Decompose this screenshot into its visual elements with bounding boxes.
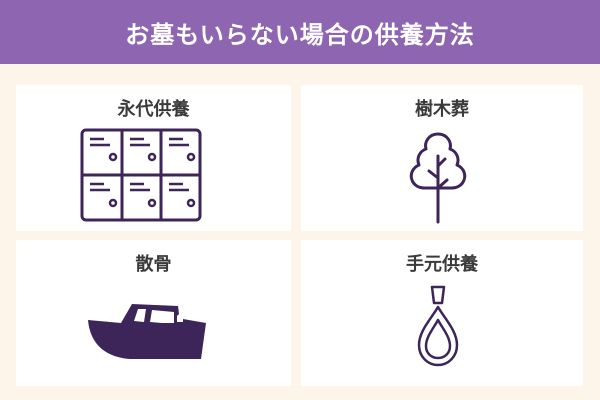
header-banner: お墓もいらない場合の供養方法 — [0, 0, 600, 64]
card-sankotsu: 散骨 — [16, 240, 291, 386]
card-eitai-kuyo: 永代供養 — [16, 85, 291, 231]
card-title: 樹木葬 — [415, 99, 469, 120]
card-title: 永代供養 — [117, 99, 190, 120]
card-title: 手元供養 — [406, 254, 478, 275]
pendant-icon — [417, 285, 459, 367]
card-temoto-kuyo: 手元供養 — [301, 240, 583, 386]
card-title: 散骨 — [135, 254, 172, 275]
page-title: お墓もいらない場合の供養方法 — [125, 20, 475, 49]
card-jumokuso: 樹木葬 — [301, 85, 583, 231]
locker-icon — [80, 128, 202, 222]
boat-icon — [88, 304, 206, 359]
tree-icon — [409, 132, 467, 224]
